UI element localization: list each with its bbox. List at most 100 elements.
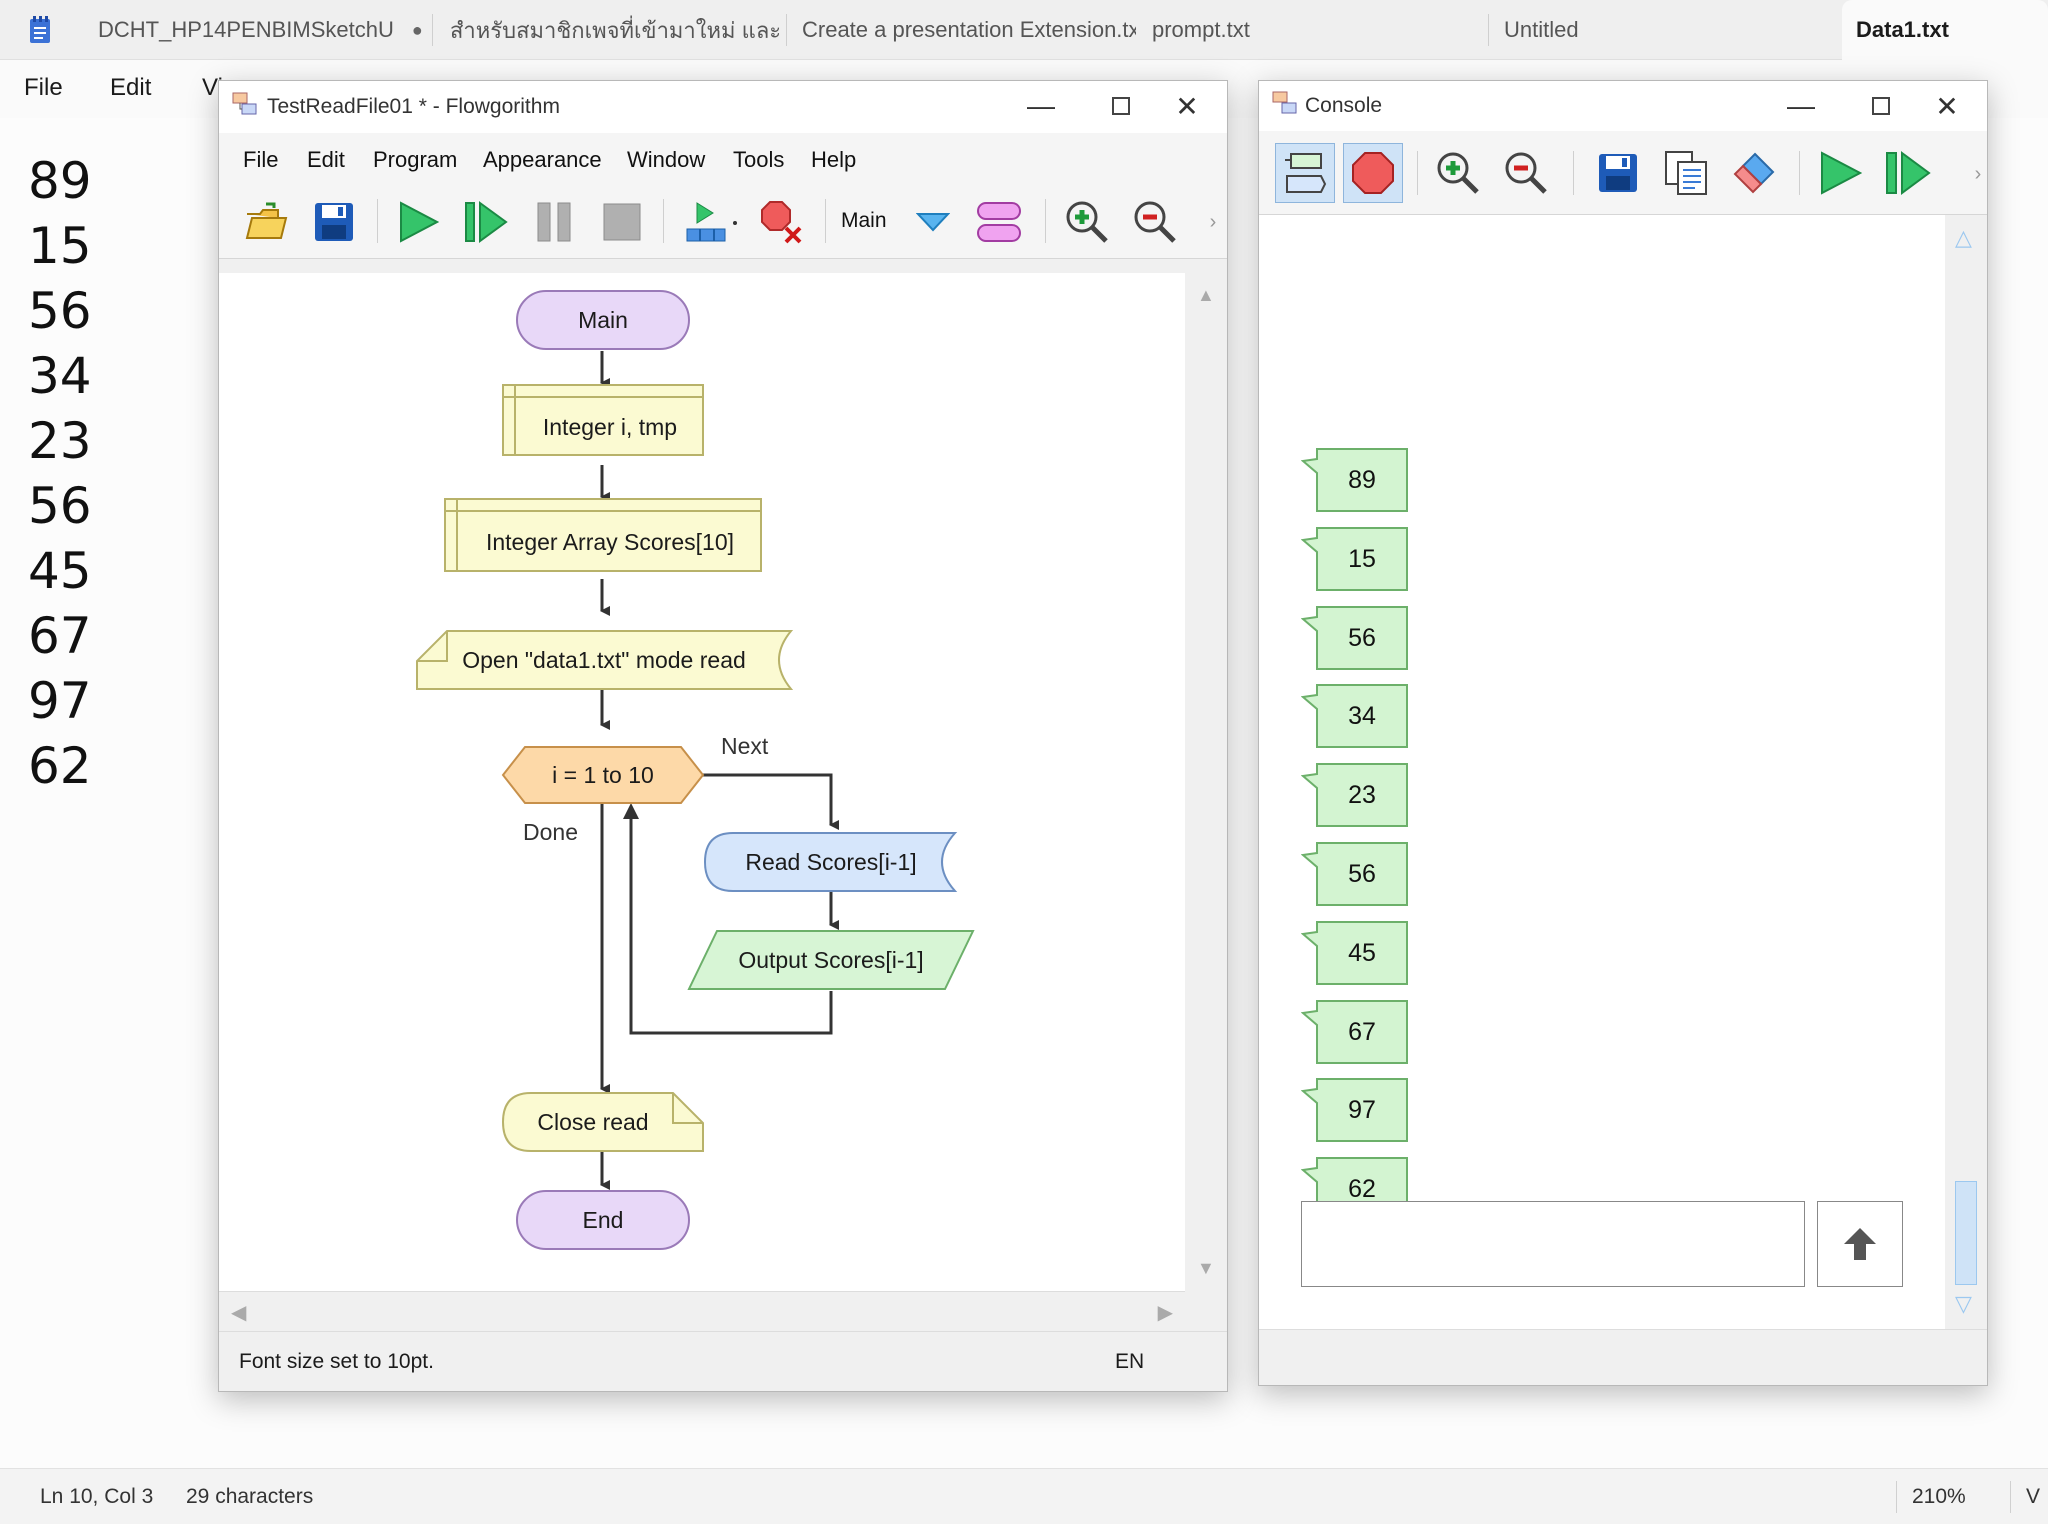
- notepad-tab[interactable]: สำหรับสมาชิกเพจที่เข้ามาใหม่ และ●: [440, 0, 780, 60]
- save-icon[interactable]: [1593, 149, 1643, 197]
- input-read-shape[interactable]: [703, 831, 959, 893]
- chevron-down-icon[interactable]: [915, 207, 951, 237]
- flowgorithm-toolbar: Main ›: [219, 183, 1227, 259]
- menu-program[interactable]: Program: [373, 147, 458, 172]
- console-app-icon: [1271, 90, 1299, 122]
- end-label: End: [582, 1206, 624, 1233]
- toolbar-overflow-icon[interactable]: ›: [1974, 162, 1982, 185]
- declare-shape[interactable]: [501, 383, 705, 457]
- scroll-up-icon[interactable]: ▲: [1197, 285, 1215, 305]
- zoom-out-icon[interactable]: [1131, 199, 1179, 245]
- for-loop-label: i = 1 to 10: [552, 761, 654, 788]
- run-to-breakpoint-icon[interactable]: [681, 199, 745, 245]
- notepad-tab[interactable]: Untitled: [1494, 0, 1834, 60]
- notepad-menu-view[interactable]: Vi: [202, 74, 223, 101]
- menu-help[interactable]: Help: [811, 147, 857, 172]
- cursor-position: Ln 10, Col 3: [40, 1485, 154, 1508]
- notepad-tab-active[interactable]: Data1.txt: [1842, 0, 2048, 60]
- function-select[interactable]: Main: [841, 209, 887, 232]
- maximize-button[interactable]: [1841, 81, 1921, 131]
- notepad-tab[interactable]: DCHT_HP14PENBIMSketchU●: [88, 0, 428, 60]
- console-title: Console: [1305, 94, 1383, 117]
- notepad-tab[interactable]: prompt.txt: [1142, 0, 1482, 60]
- line-ending[interactable]: V: [2026, 1485, 2041, 1508]
- flowgorithm-statusbar: Font size set to 10pt. EN: [219, 1331, 1227, 1391]
- notepad-menu-edit[interactable]: Edit: [110, 74, 152, 101]
- open-file-shape[interactable]: [415, 629, 795, 691]
- char-count: 29 characters: [186, 1485, 314, 1508]
- step-icon[interactable]: [1883, 149, 1933, 197]
- flowchart-canvas[interactable]: Main Integer i, tmp Integer Array Scores…: [219, 273, 1185, 1291]
- close-button[interactable]: ✕: [1175, 90, 1199, 122]
- save-icon[interactable]: [311, 199, 357, 245]
- tab-label: prompt.txt: [1152, 17, 1250, 42]
- stop-icon[interactable]: [599, 199, 645, 245]
- tab-label: Create a presentation Extension.tx: [802, 17, 1136, 42]
- close-file-shape[interactable]: [501, 1091, 705, 1153]
- pause-icon[interactable]: [531, 199, 577, 245]
- open-folder-icon[interactable]: [243, 199, 289, 245]
- scroll-down-icon[interactable]: ▼: [1197, 1258, 1215, 1278]
- main-terminal[interactable]: [515, 289, 691, 351]
- scroll-right-icon[interactable]: ▶: [1157, 1302, 1173, 1324]
- stop-sign-icon[interactable]: [1343, 143, 1403, 203]
- minimize-button[interactable]: —: [1787, 90, 1815, 121]
- menu-appearance[interactable]: Appearance: [483, 147, 602, 172]
- console-output-value: 62: [1348, 1174, 1376, 1203]
- scroll-thumb[interactable]: [1955, 1181, 1977, 1285]
- console-output-bubble: 67: [1301, 999, 1411, 1067]
- copy-icon[interactable]: [1661, 149, 1711, 197]
- scroll-down-icon[interactable]: ▽: [1955, 1291, 1972, 1316]
- notepad-tab[interactable]: Create a presentation Extension.tx: [792, 0, 1136, 60]
- zoom-out-icon[interactable]: [1501, 149, 1551, 197]
- console-output-value: 89: [1348, 465, 1376, 494]
- run-icon[interactable]: [395, 199, 441, 245]
- end-terminal[interactable]: [515, 1189, 691, 1251]
- notepad-statusbar: Ln 10, Col 3 29 characters 210% V: [0, 1468, 2048, 1524]
- console-statusbar: [1259, 1329, 1987, 1385]
- declare-array-shape[interactable]: [443, 497, 763, 573]
- zoom-in-icon[interactable]: [1433, 149, 1483, 197]
- submit-input-button[interactable]: [1817, 1201, 1903, 1287]
- vertical-scrollbar[interactable]: ▲ ▼: [1185, 273, 1227, 1291]
- for-loop-shape[interactable]: [501, 745, 705, 805]
- window-title: TestReadFile01 * - Flowgorithm: [267, 95, 560, 118]
- eraser-icon[interactable]: [1729, 149, 1779, 197]
- run-icon[interactable]: [1815, 149, 1865, 197]
- close-button[interactable]: ✕: [1935, 90, 1959, 122]
- menu-edit[interactable]: Edit: [307, 147, 345, 172]
- tab-label: Data1.txt: [1856, 17, 1949, 42]
- menu-window[interactable]: Window: [627, 147, 706, 172]
- toolbar-overflow-icon[interactable]: ›: [1209, 210, 1217, 233]
- open-file-label: Open "data1.txt" mode read: [462, 646, 746, 673]
- arrow-up-icon: [1844, 1228, 1876, 1260]
- notepad-menu-file[interactable]: File: [24, 74, 63, 101]
- text-line: 97: [28, 672, 92, 730]
- close-file-label: Close read: [537, 1108, 649, 1135]
- console-output-bubble: 89: [1301, 447, 1411, 515]
- step-icon[interactable]: [463, 199, 509, 245]
- maximize-button[interactable]: [1081, 81, 1161, 131]
- chat-view-toggle-icon[interactable]: [1275, 143, 1335, 203]
- scroll-left-icon[interactable]: ◀: [231, 1302, 247, 1324]
- flowgorithm-menubar: File Edit Program Appearance Window Tool…: [219, 133, 1227, 183]
- console-input[interactable]: [1301, 1201, 1805, 1287]
- clear-breakpoints-icon[interactable]: [757, 199, 807, 245]
- console-output-bubble: 45: [1301, 920, 1411, 988]
- language-indicator: EN: [1115, 1350, 1145, 1373]
- console-output-value: 97: [1348, 1095, 1376, 1124]
- text-line: 45: [28, 542, 92, 600]
- zoom-level[interactable]: 210%: [1912, 1485, 1966, 1508]
- scroll-up-icon[interactable]: △: [1955, 225, 1972, 250]
- menu-tools[interactable]: Tools: [733, 147, 785, 172]
- console-vertical-scrollbar[interactable]: △ ▽: [1945, 215, 1987, 1329]
- horizontal-scrollbar[interactable]: ◀ ▶: [219, 1291, 1185, 1331]
- manage-functions-icon[interactable]: [975, 199, 1023, 245]
- tab-label: DCHT_HP14PENBIMSketchU: [98, 17, 394, 42]
- menu-file[interactable]: File: [243, 147, 279, 172]
- output-shape[interactable]: [687, 929, 975, 991]
- zoom-in-icon[interactable]: [1063, 199, 1111, 245]
- minimize-button[interactable]: —: [1027, 90, 1055, 121]
- notepad-tab-bar: DCHT_HP14PENBIMSketchU● สำหรับสมาชิกเพจท…: [0, 0, 2048, 60]
